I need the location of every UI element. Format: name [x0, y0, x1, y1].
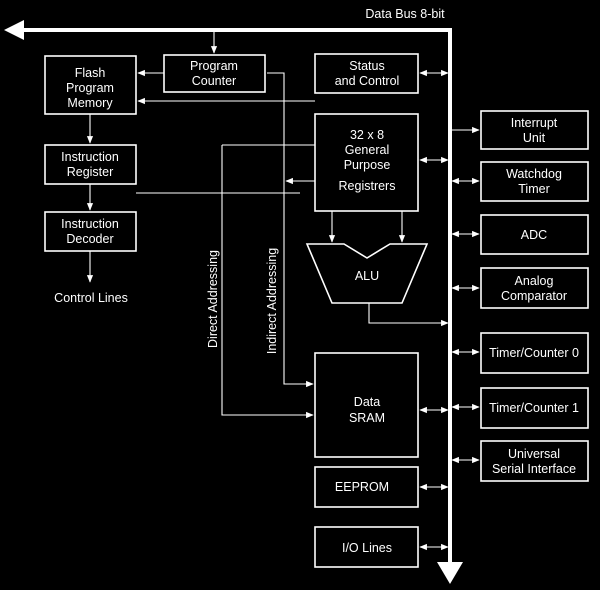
- instruction-register: Instruction Register: [44, 144, 137, 185]
- indirect-addressing-label: Indirect Addressing: [265, 248, 279, 354]
- adc: ADC: [480, 214, 589, 255]
- io-lines: I/O Lines: [314, 526, 419, 568]
- svg-text:Purpose: Purpose: [344, 158, 391, 172]
- svg-text:EEPROM: EEPROM: [335, 480, 389, 494]
- svg-text:Data: Data: [354, 395, 380, 409]
- alu: ALU: [305, 243, 429, 304]
- svg-text:Unit: Unit: [523, 131, 546, 145]
- svg-text:Memory: Memory: [67, 96, 113, 110]
- svg-text:Flash: Flash: [75, 66, 106, 80]
- svg-text:Instruction: Instruction: [61, 150, 119, 164]
- svg-text:Registrers: Registrers: [339, 179, 396, 193]
- analog-comparator: Analog Comparator: [480, 267, 589, 309]
- svg-text:ALU: ALU: [355, 269, 379, 283]
- svg-text:SRAM: SRAM: [349, 411, 385, 425]
- data-bus-label: Data Bus 8-bit: [365, 7, 445, 21]
- interrupt-unit: Interrupt Unit: [480, 110, 589, 150]
- connections: [86, 30, 480, 551]
- timer-counter-0: Timer/Counter 0: [480, 332, 589, 374]
- data-bus: [4, 20, 463, 584]
- svg-text:32 x 8: 32 x 8: [350, 128, 384, 142]
- svg-text:Decoder: Decoder: [66, 232, 113, 246]
- svg-text:Timer: Timer: [518, 182, 549, 196]
- watchdog-timer: Watchdog Timer: [480, 161, 589, 202]
- status-and-control: Status and Control: [314, 53, 419, 94]
- svg-text:Comparator: Comparator: [501, 289, 567, 303]
- svg-text:Serial Interface: Serial Interface: [492, 462, 576, 476]
- svg-text:Program: Program: [66, 81, 114, 95]
- svg-text:Interrupt: Interrupt: [511, 116, 558, 130]
- eeprom: EEPROM: [314, 466, 419, 508]
- svg-text:Timer/Counter 0: Timer/Counter 0: [489, 346, 579, 360]
- svg-text:Register: Register: [67, 165, 114, 179]
- program-counter: Program Counter: [163, 54, 266, 93]
- direct-addressing-label: Direct Addressing: [206, 250, 220, 348]
- svg-text:I/O Lines: I/O Lines: [342, 541, 392, 555]
- svg-text:and Control: and Control: [335, 74, 400, 88]
- svg-text:Timer/Counter 1: Timer/Counter 1: [489, 401, 579, 415]
- svg-text:Analog: Analog: [515, 274, 554, 288]
- svg-text:Program: Program: [190, 59, 238, 73]
- svg-text:Status: Status: [349, 59, 384, 73]
- data-sram: Data SRAM: [314, 352, 419, 458]
- control-lines-label: Control Lines: [54, 291, 128, 305]
- svg-text:Universal: Universal: [508, 447, 560, 461]
- flash-program-memory: Flash Program Memory: [44, 55, 137, 115]
- svg-text:Instruction: Instruction: [61, 217, 119, 231]
- general-purpose-registers: 32 x 8 General Purpose Registrers: [314, 113, 419, 212]
- svg-text:Watchdog: Watchdog: [506, 167, 562, 181]
- instruction-decoder: Instruction Decoder: [44, 211, 137, 252]
- svg-text:Counter: Counter: [192, 74, 236, 88]
- svg-text:General: General: [345, 143, 389, 157]
- svg-text:ADC: ADC: [521, 228, 547, 242]
- universal-serial-interface: Universal Serial Interface: [480, 440, 589, 482]
- timer-counter-1: Timer/Counter 1: [480, 387, 589, 429]
